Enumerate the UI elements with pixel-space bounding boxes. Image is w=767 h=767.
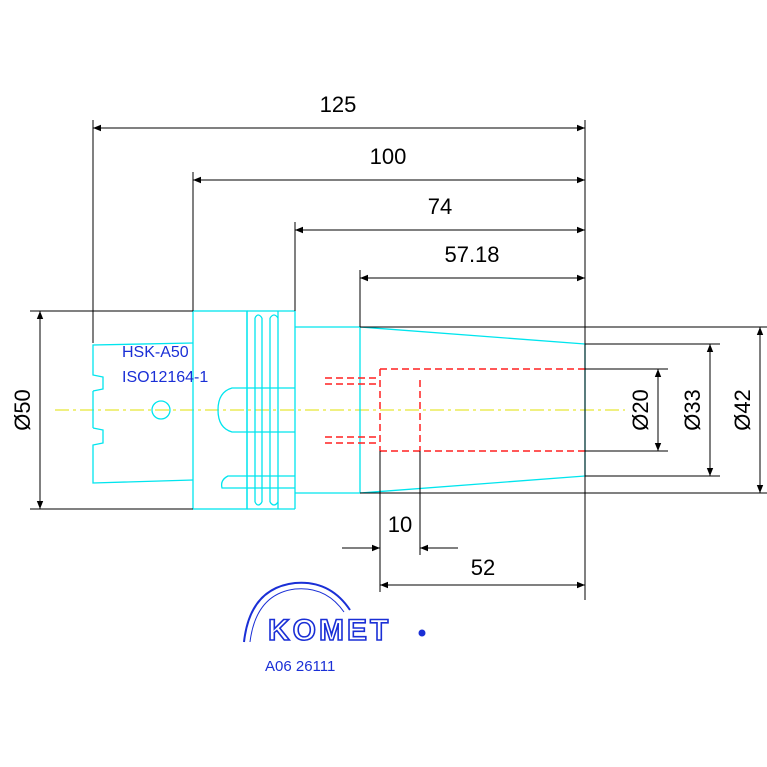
brand-name: KOMET <box>268 614 391 647</box>
dim-57-label: 57.18 <box>444 242 499 267</box>
dim-125-label: 125 <box>320 92 357 117</box>
dim-74-label: 74 <box>428 194 452 219</box>
part-number: A06 26111 <box>265 658 335 675</box>
dim-100-label: 100 <box>370 144 407 169</box>
registered-mark <box>418 629 426 637</box>
standard-label: ISO12164-1 <box>122 369 208 386</box>
dia-33-label: Ø33 <box>680 389 705 431</box>
komet-logo: KOMET <box>243 581 426 648</box>
shank-type-label: HSK-A50 <box>122 344 189 361</box>
hidden-bore <box>325 368 585 452</box>
dimension-lines <box>30 120 767 600</box>
dim-10-label: 10 <box>388 512 412 537</box>
dia-50-label: Ø50 <box>10 389 35 431</box>
logo-arc <box>243 581 351 643</box>
dim-52-label: 52 <box>471 555 495 580</box>
dia-20-label: Ø20 <box>628 389 653 431</box>
dia-42-label: Ø42 <box>730 389 755 431</box>
